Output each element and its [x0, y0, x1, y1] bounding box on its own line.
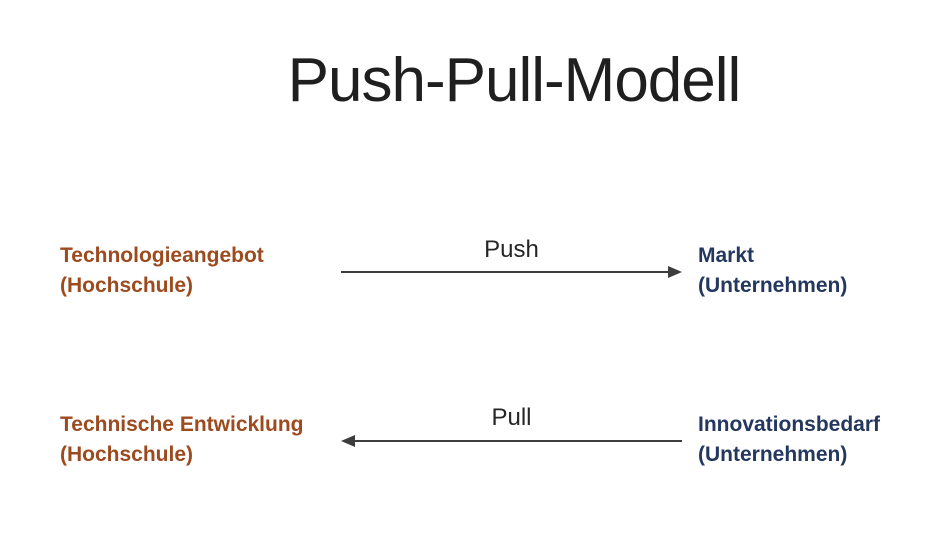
label-technologieangebot: Technologieangebot (Hochschule) [60, 241, 264, 301]
push-arrowhead-icon [668, 266, 682, 278]
push-arrow-shaft [341, 271, 671, 273]
push-arrow-label: Push [484, 236, 539, 263]
label-technische-entwicklung-line2: (Hochschule) [60, 443, 194, 466]
label-technologieangebot-line1: Technologieangebot [60, 244, 264, 267]
pull-arrow-shaft [352, 440, 682, 442]
label-technologieangebot-line2: (Hochschule) [60, 274, 194, 297]
push-arrow [341, 266, 682, 278]
pull-arrow [341, 435, 682, 447]
label-technische-entwicklung-line1: Technische Entwicklung [60, 413, 304, 436]
page-title: Push-Pull-Modell [287, 46, 742, 115]
pull-arrow-label: Pull [491, 404, 532, 431]
label-markt: Markt (Unternehmen) [698, 241, 847, 301]
label-markt-line1: Markt [698, 244, 755, 267]
label-innovationsbedarf-line2: (Unternehmen) [698, 443, 848, 466]
label-technische-entwicklung: Technische Entwicklung (Hochschule) [60, 410, 304, 470]
label-innovationsbedarf-line1: Innovationsbedarf [698, 413, 881, 436]
pull-arrowhead-icon [341, 435, 355, 447]
label-innovationsbedarf: Innovationsbedarf (Unternehmen) [698, 410, 880, 470]
label-markt-line2: (Unternehmen) [698, 274, 848, 297]
